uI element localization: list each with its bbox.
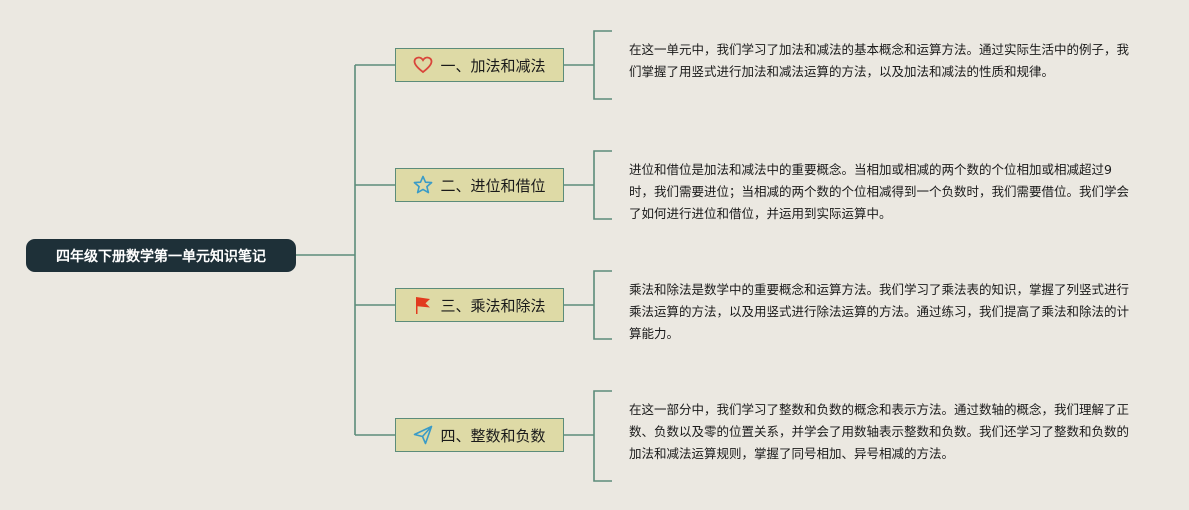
branch-node-integers-negatives[interactable]: 四、整数和负数 <box>395 418 564 452</box>
note-carry-borrow: 进位和借位是加法和减法中的重要概念。当相加或相减的两个数的个位相加或相减超过9时… <box>629 162 1130 221</box>
paper-plane-icon <box>413 425 433 445</box>
star-icon <box>413 175 433 195</box>
note-bracket-3 <box>593 270 612 340</box>
note-bracket-1 <box>593 30 612 100</box>
branch-label: 四、整数和负数 <box>440 426 546 445</box>
branch-node-carry-borrow[interactable]: 二、进位和借位 <box>395 168 564 202</box>
note-integers-negatives: 在这一部分中，我们学习了整数和负数的概念和表示方法。通过数轴的概念，我们理解了正… <box>629 402 1130 461</box>
branch-node-addition-subtraction[interactable]: 一、加法和减法 <box>395 48 564 82</box>
flag-icon <box>413 295 433 315</box>
note-addition-subtraction: 在这一单元中，我们学习了加法和减法的基本概念和运算方法。通过实际生活中的例子，我… <box>629 42 1130 79</box>
heart-icon <box>413 55 433 75</box>
note-bracket-2 <box>593 150 612 220</box>
branch-label: 三、乘法和除法 <box>440 296 546 315</box>
root-title: 四年级下册数学第一单元知识笔记 <box>56 248 266 265</box>
branch-node-multiplication-division[interactable]: 三、乘法和除法 <box>395 288 564 322</box>
branch-label: 一、加法和减法 <box>440 56 546 75</box>
branch-label: 二、进位和借位 <box>440 176 546 195</box>
root-node[interactable]: 四年级下册数学第一单元知识笔记 <box>26 239 296 272</box>
note-bracket-4 <box>593 390 612 482</box>
note-multiplication-division: 乘法和除法是数学中的重要概念和运算方法。我们学习了乘法表的知识，掌握了列竖式进行… <box>629 282 1130 341</box>
